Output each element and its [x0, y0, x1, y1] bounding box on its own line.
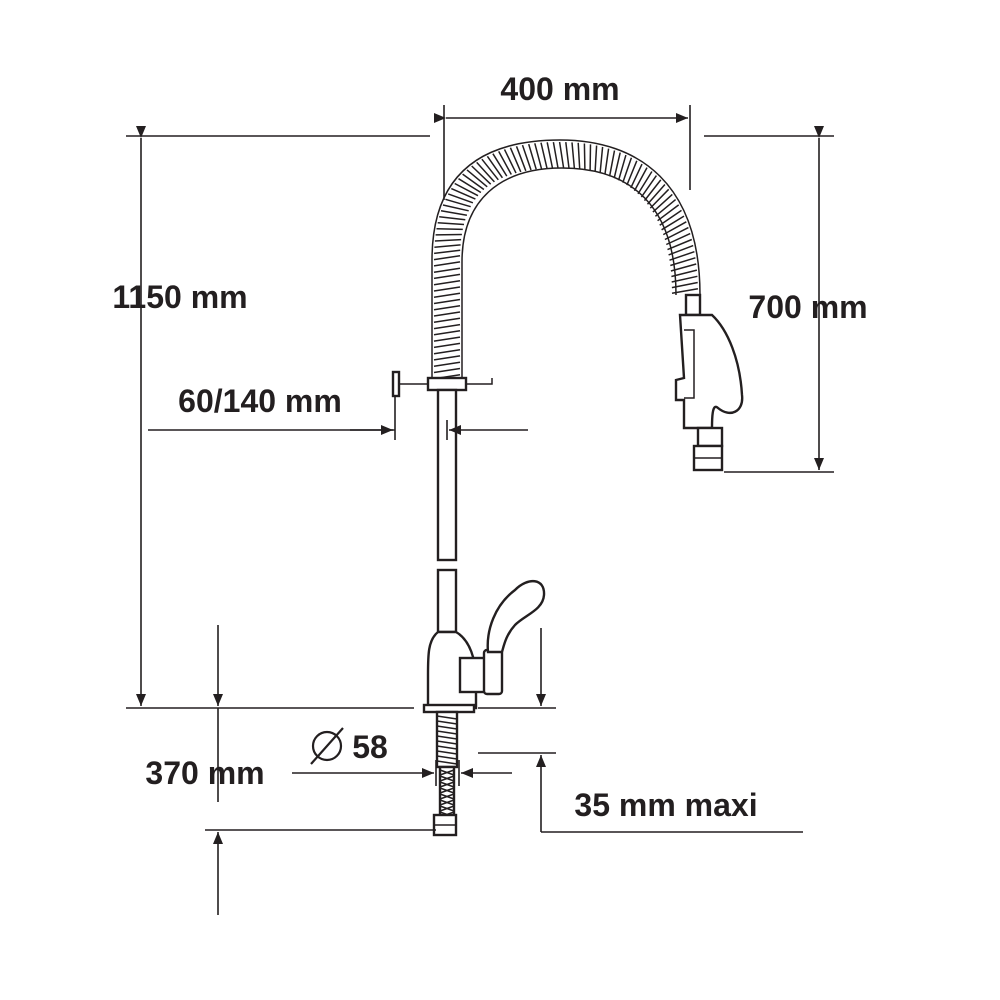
faucet	[391, 139, 744, 837]
label-diameter-58: 58	[352, 729, 388, 765]
handle-block	[482, 648, 504, 696]
spray-nozzle	[696, 426, 724, 448]
spring-outline	[431, 139, 701, 385]
spring-outline-inner	[461, 167, 677, 385]
label-35mm-maxi: 35 mm maxi	[574, 787, 757, 823]
spray-head	[674, 313, 744, 430]
collar-knob	[391, 370, 401, 398]
pipe-lower	[436, 568, 458, 634]
label-400mm: 400 mm	[500, 71, 619, 107]
spray-grip	[684, 329, 695, 399]
spray-connector	[684, 293, 702, 317]
shank-threads	[436, 715, 458, 765]
spring-collar	[426, 376, 468, 392]
lever-handle	[486, 580, 546, 654]
dimension-labels: 400 mm 1150 mm 700 mm 60/140 mm 370 mm 3…	[112, 71, 867, 823]
label-370mm: 370 mm	[145, 755, 264, 791]
pipe-upper	[436, 388, 458, 562]
dimensions	[126, 105, 834, 915]
diameter-symbol-icon	[310, 727, 344, 765]
label-700mm: 700 mm	[748, 289, 867, 325]
collar-hook	[466, 378, 493, 385]
spring-coil	[433, 141, 699, 386]
label-1150mm: 1150 mm	[112, 279, 247, 315]
label-60-140mm: 60/140 mm	[178, 383, 342, 419]
